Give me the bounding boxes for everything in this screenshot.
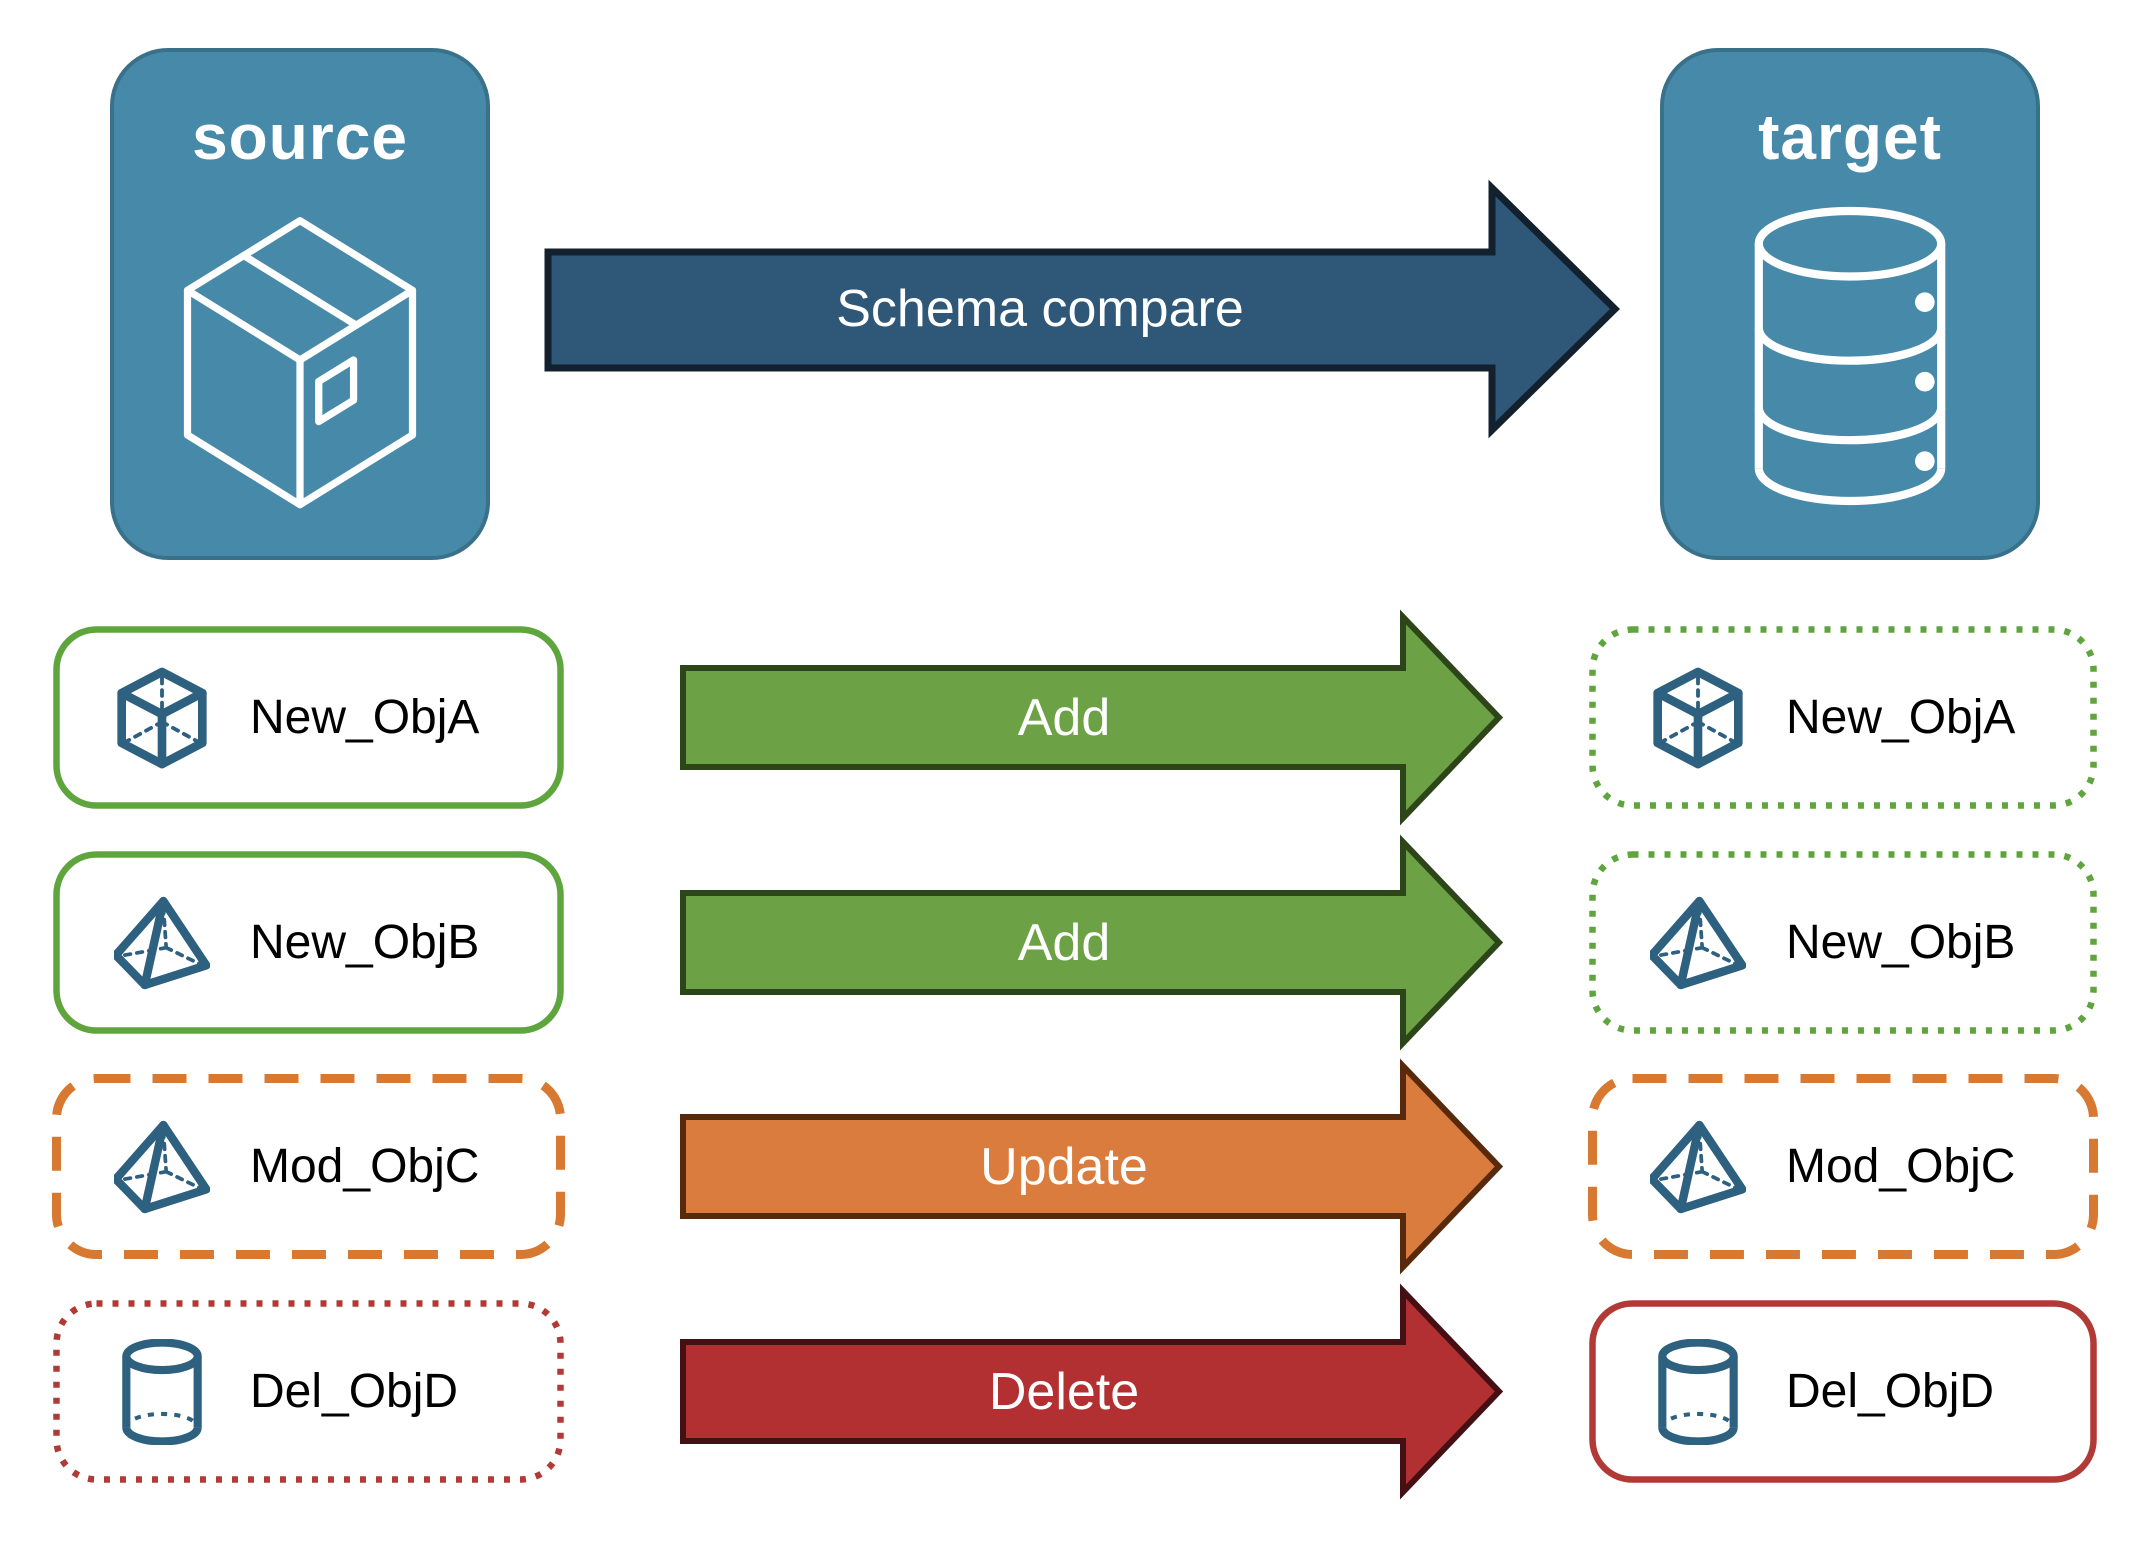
object-name: Del_ObjD: [1786, 1365, 1995, 1418]
object-name: Del_ObjD: [250, 1365, 459, 1418]
card-border: [52, 1074, 565, 1259]
object-name: New_ObjB: [250, 916, 480, 969]
object-row: New_ObjA Add New_ObjA: [0, 609, 2150, 826]
action-label: Delete: [988, 1362, 1140, 1421]
source-object-card: Del_ObjD: [52, 1299, 565, 1484]
add-arrow: Add: [680, 834, 1504, 1051]
object-row: Mod_ObjC Update Mod_ObjC: [0, 1058, 2150, 1275]
action-label: Add: [1017, 688, 1111, 747]
target-object-card: New_ObjB: [1588, 850, 2098, 1035]
card-border: [53, 626, 564, 809]
object-name: Mod_ObjC: [250, 1140, 480, 1193]
source-object-card: New_ObjA: [52, 625, 565, 810]
database-icon: [1733, 204, 1967, 508]
card-border: [1588, 1074, 2098, 1259]
add-arrow: Add: [680, 609, 1504, 826]
schema-compare-arrow-shape: [544, 179, 1620, 439]
object-name: New_ObjB: [1786, 916, 2016, 969]
source-title: source: [192, 101, 408, 173]
target-node: target: [1660, 48, 2040, 560]
action-arrow-shape: [680, 834, 1504, 1051]
action-arrow-shape: [680, 1283, 1504, 1500]
package-box-icon: [166, 210, 434, 510]
object-name: New_ObjA: [1786, 691, 2016, 744]
target-object-card: Mod_ObjC: [1588, 1074, 2098, 1259]
card-border: [53, 1300, 564, 1483]
object-name: New_ObjA: [250, 691, 480, 744]
update-arrow: Update: [680, 1058, 1504, 1275]
target-title: target: [1758, 101, 1942, 173]
action-arrow-shape: [680, 609, 1504, 826]
card-border: [53, 851, 564, 1034]
object-row: New_ObjB Add New_ObjB: [0, 834, 2150, 1051]
schema-compare-label: Schema compare: [836, 280, 1244, 338]
schema-compare-arrow: Schema compare: [544, 179, 1624, 439]
target-object-card: New_ObjA: [1588, 625, 2098, 810]
object-name: Mod_ObjC: [1786, 1140, 2016, 1193]
source-node: source: [110, 48, 490, 560]
card-border: [1589, 1300, 2097, 1483]
source-object-card: New_ObjB: [52, 850, 565, 1035]
delete-arrow: Delete: [680, 1283, 1504, 1500]
card-border: [1589, 851, 2097, 1034]
source-object-card: Mod_ObjC: [52, 1074, 565, 1259]
card-border: [1589, 626, 2097, 809]
action-arrow-shape: [680, 1058, 1504, 1275]
action-label: Update: [980, 1137, 1148, 1196]
action-label: Add: [1017, 913, 1111, 972]
object-row: Del_ObjD Delete Del_ObjD: [0, 1283, 2150, 1500]
target-object-card: Del_ObjD: [1588, 1299, 2098, 1484]
